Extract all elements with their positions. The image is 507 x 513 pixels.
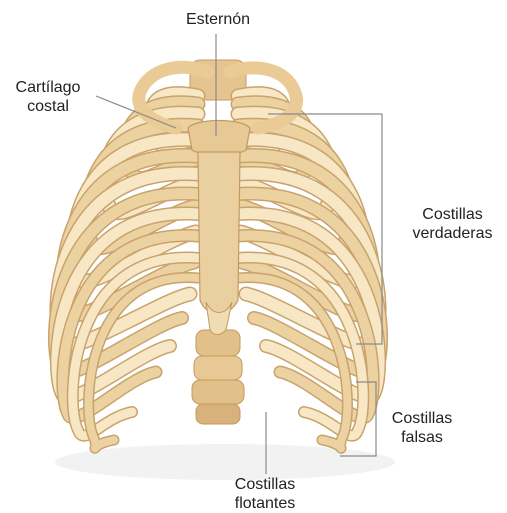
label-false-ribs-line1: Costillas — [382, 409, 462, 428]
label-true-ribs-line1: Costillas — [400, 205, 505, 224]
label-true-ribs-line2: verdaderas — [400, 224, 505, 243]
ribs-right — [238, 94, 381, 449]
label-false-ribs-line2: falsas — [382, 428, 462, 447]
label-true-ribs: Costillas verdaderas — [400, 205, 505, 243]
label-floating-ribs-line1: Costillas — [205, 475, 325, 494]
label-costal-cartilage: Cartílago costal — [2, 78, 94, 116]
label-sternum: Esternón — [168, 10, 268, 29]
ribs-left — [55, 94, 198, 449]
label-false-ribs: Costillas falsas — [382, 409, 462, 447]
label-floating-ribs: Costillas flotantes — [205, 475, 325, 513]
label-costal-cartilage-line2: costal — [2, 97, 94, 116]
label-costal-cartilage-line1: Cartílago — [2, 78, 94, 97]
label-floating-ribs-line2: flotantes — [205, 494, 325, 513]
label-sternum-text: Esternón — [168, 10, 268, 29]
